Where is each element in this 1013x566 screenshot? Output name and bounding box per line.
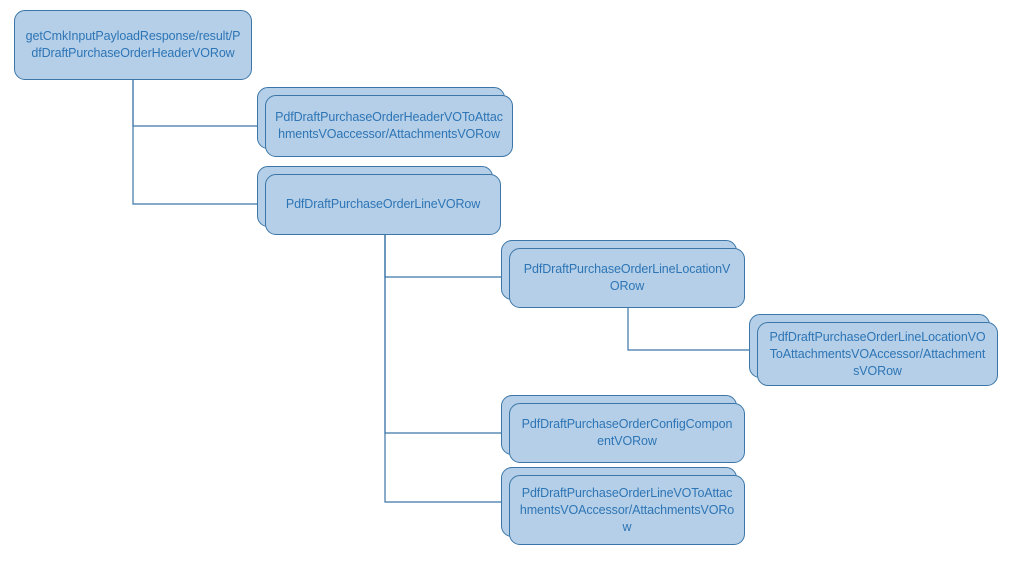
connector-line-to-config-component [384,235,509,434]
node-label-line: PdfDraftPurchaseOrderLineVORow [285,197,481,211]
node-face-config-component: PdfDraftPurchaseOrderConfigComponentVORo… [509,403,745,463]
node-line-attachments[interactable]: PdfDraftPurchaseOrderLineVOToAttachments… [501,467,745,545]
node-face-line-location: PdfDraftPurchaseOrderLineLocationVORow [509,248,745,308]
connector-root-to-line [132,80,265,205]
node-label-header-attachments: PdfDraftPurchaseOrderHeaderVOToAttachmen… [275,110,503,141]
node-root[interactable]: getCmkInputPayloadResponse/result/PdfDra… [14,10,252,80]
node-header-attachments[interactable]: PdfDraftPurchaseOrderHeaderVOToAttachmen… [257,87,513,157]
node-line-location-attachments[interactable]: PdfDraftPurchaseOrderLineLocationVOToAtt… [749,314,998,386]
node-face-line-attachments: PdfDraftPurchaseOrderLineVOToAttachments… [509,475,745,545]
connector-line-to-line-location [384,235,509,278]
node-face-root: getCmkInputPayloadResponse/result/PdfDra… [14,10,252,80]
connector-root-to-header-attachments [132,80,265,127]
node-line[interactable]: PdfDraftPurchaseOrderLineVORow [257,166,501,235]
node-label-line-location: PdfDraftPurchaseOrderLineLocationVORow [523,262,731,293]
node-face-line-location-attachments: PdfDraftPurchaseOrderLineLocationVOToAtt… [757,322,998,386]
node-config-component[interactable]: PdfDraftPurchaseOrderConfigComponentVORo… [501,395,745,463]
connector-line-to-line-attachments [384,235,509,503]
node-label-config-component: PdfDraftPurchaseOrderConfigComponentVORo… [521,417,733,448]
node-label-line-location-attachments: PdfDraftPurchaseOrderLineLocationVOToAtt… [769,329,986,378]
node-face-header-attachments: PdfDraftPurchaseOrderHeaderVOToAttachmen… [265,95,513,157]
node-face-line: PdfDraftPurchaseOrderLineVORow [265,174,501,235]
node-label-line-attachments: PdfDraftPurchaseOrderLineVOToAttachments… [519,485,735,534]
node-label-root: getCmkInputPayloadResponse/result/PdfDra… [25,29,241,60]
node-line-location[interactable]: PdfDraftPurchaseOrderLineLocationVORow [501,240,745,308]
connector-line-location-to-attachments [627,308,757,351]
